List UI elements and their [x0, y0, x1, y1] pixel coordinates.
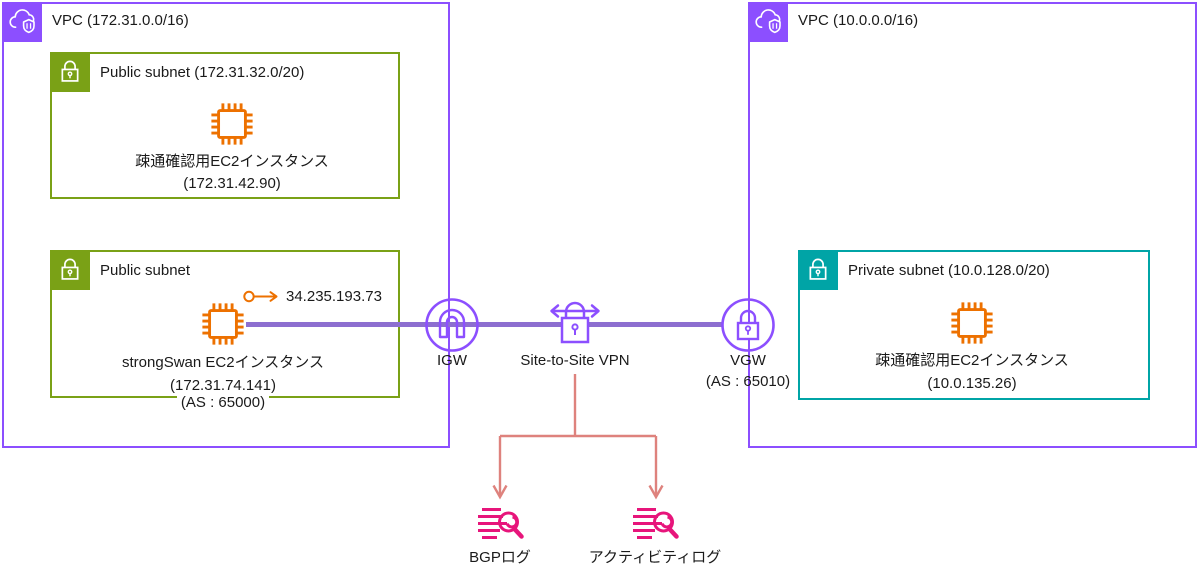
vgw-icon: [720, 297, 776, 353]
site-to-site-vpn-icon: [549, 296, 601, 354]
ec2-instance-b-name: strongSwan EC2インスタンス: [122, 354, 324, 371]
vpc-icon: [748, 2, 788, 42]
lock-icon: [809, 258, 827, 280]
subnet-b-lock-icon: [50, 250, 90, 290]
ec2-instance-b-ip: (172.31.74.141): [170, 377, 276, 394]
bgp-log-icon: [476, 505, 524, 547]
activity-log-label: アクティビティログ: [588, 549, 722, 566]
vpc-right-box: [748, 2, 1197, 448]
vpn-lock-arrows-icon: [550, 301, 600, 344]
vpc-right-label: VPC (10.0.0.0/16): [798, 12, 919, 29]
ec2-instance-c-ip: (10.0.135.26): [927, 375, 1017, 392]
ec2-instance-a-name: 疎通確認用EC2インスタンス: [135, 153, 329, 170]
subnet-c-label: Private subnet (10.0.128.0/20): [848, 262, 1050, 279]
ec2-instance-b-icon: [200, 301, 246, 347]
cloud-shield-icon: [755, 9, 781, 34]
ec2-chip-icon: [202, 303, 244, 345]
ec2-chip-icon: [211, 103, 253, 145]
lock-icon: [61, 60, 79, 82]
internet-gateway-icon: [425, 298, 479, 352]
igw-label: IGW: [437, 352, 467, 369]
subnet-a-box: [50, 52, 400, 199]
activity-log-icon: [631, 505, 679, 547]
ec2-chip-icon: [951, 302, 993, 344]
ec2-instance-a-ip: (172.31.42.90): [183, 175, 281, 192]
igw-icon: [424, 297, 480, 353]
subnet-c-box: [798, 250, 1150, 400]
vpc-left-label: VPC (172.31.0.0/16): [52, 12, 189, 29]
vgw-asn: (AS : 65010): [705, 373, 791, 390]
vpc-left-box: [2, 2, 450, 448]
vpn-connection-line: [246, 322, 722, 327]
ec2-instance-c-name: 疎通確認用EC2インスタンス: [875, 352, 1069, 369]
ec2-instance-a-icon: [209, 101, 255, 147]
cloud-shield-icon: [9, 9, 35, 34]
eip-arrow-icon: [243, 290, 278, 303]
ec2-instance-c-icon: [949, 300, 995, 346]
vgw-label: VGW: [730, 352, 766, 369]
subnet-a-label: Public subnet (172.31.32.0/20): [100, 64, 305, 81]
subnet-b-label: Public subnet: [100, 262, 191, 279]
vpc-icon: [2, 2, 42, 42]
subnet-a-lock-icon: [50, 52, 90, 92]
subnet-c-lock-icon: [798, 250, 838, 290]
lock-icon: [61, 258, 79, 280]
log-search-icon: [633, 508, 679, 539]
virtual-private-gateway-icon: [721, 298, 775, 352]
log-search-icon: [478, 508, 524, 539]
elastic-ip-address: 34.235.193.73: [286, 288, 382, 305]
vpn-label: Site-to-Site VPN: [520, 352, 630, 369]
ec2-instance-b-asn: (AS : 65000): [73, 394, 373, 411]
bgp-log-label: BGPログ: [469, 549, 531, 566]
elastic-ip-icon: [243, 289, 279, 304]
